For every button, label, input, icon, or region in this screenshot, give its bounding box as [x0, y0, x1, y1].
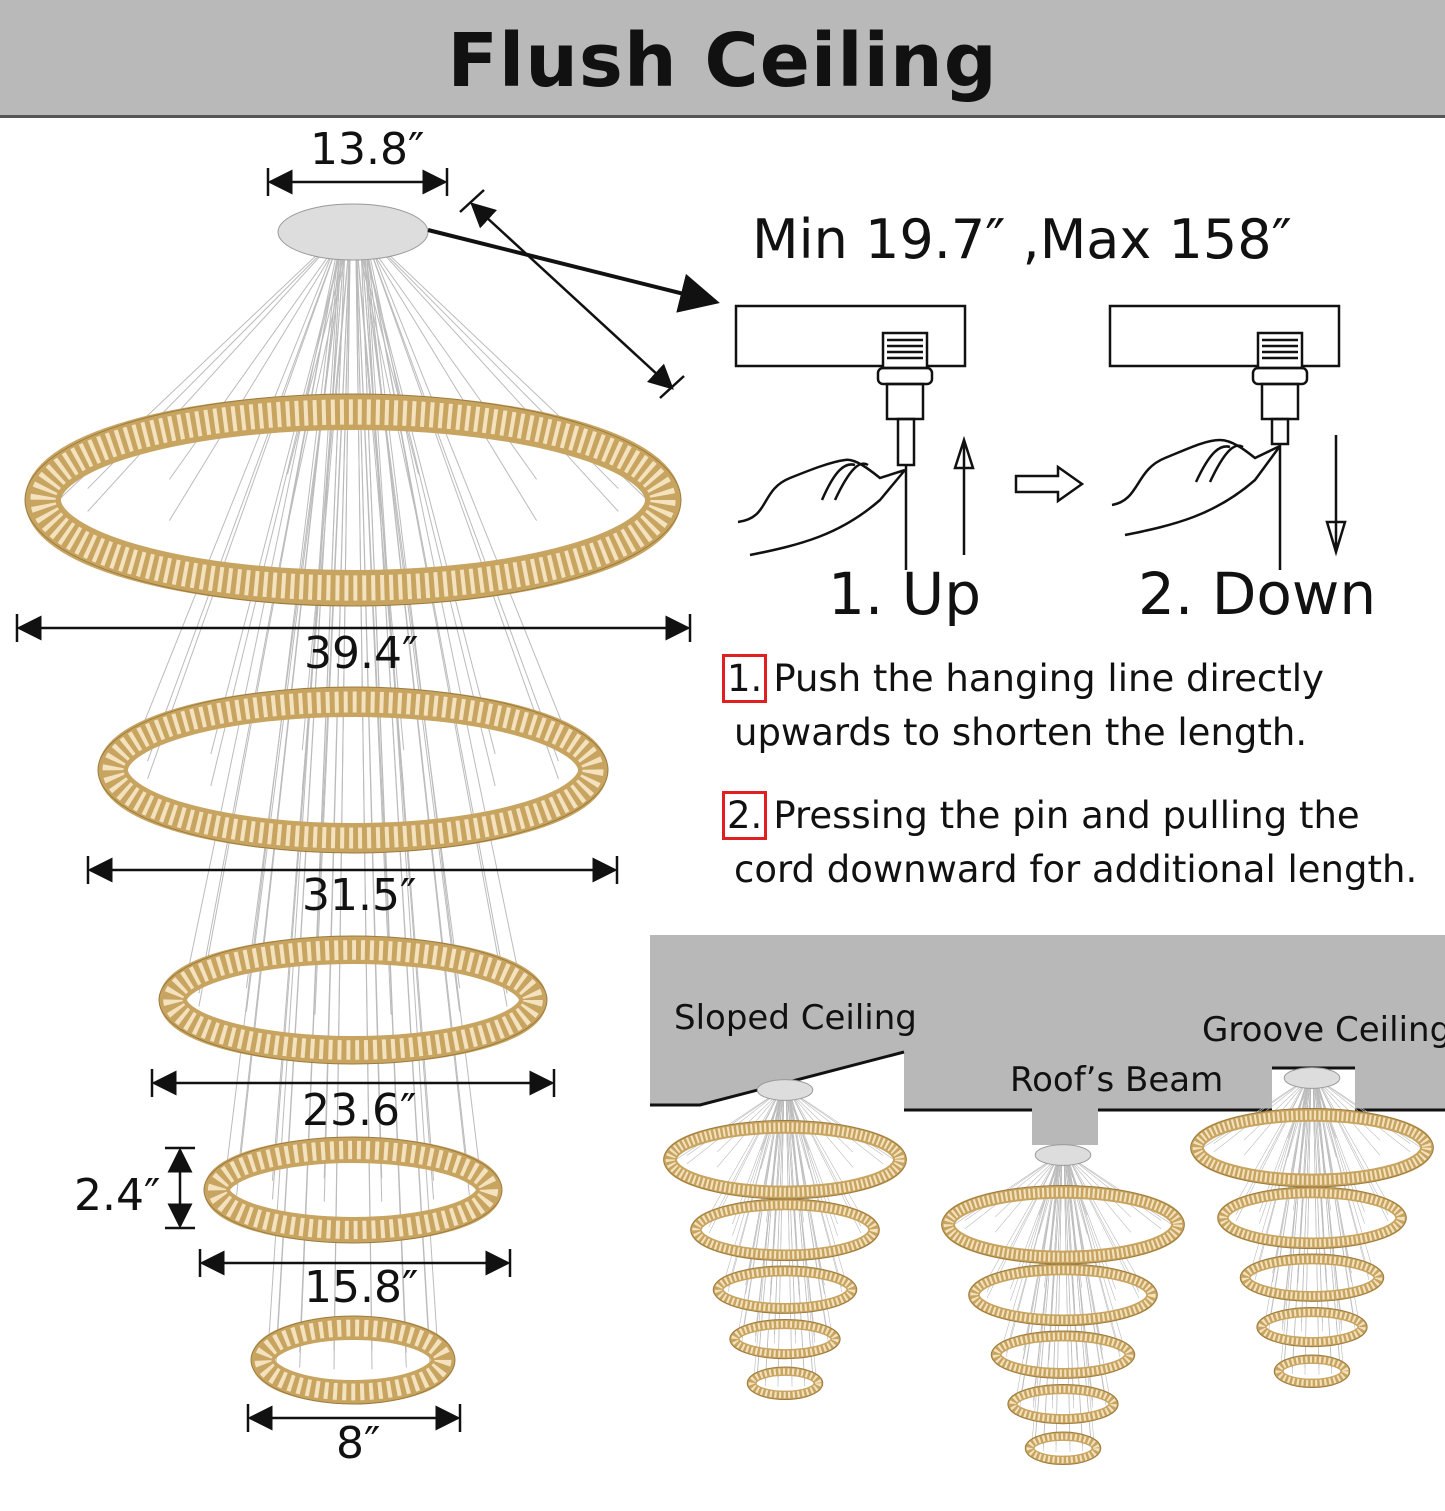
ring1-diameter-label: 39.4″ [304, 628, 419, 679]
adjust-diagram [427, 189, 1347, 570]
mini-chandeliers [663, 1067, 1434, 1466]
arrow-up-icon [953, 435, 975, 555]
hand-icon [737, 458, 906, 557]
dimension-lines [15, 168, 692, 1432]
mini-chandelier-groove [1190, 1067, 1434, 1389]
cord-length-label: Min 19.7″ ,Max 158″ [752, 208, 1292, 271]
canopy [756, 1079, 814, 1101]
mini-chandelier-sloped [663, 1079, 907, 1401]
pointer-arrow [427, 228, 720, 313]
instruction-2: 2.Pressing the pin and pulling the cord … [722, 789, 1417, 897]
instruction-number: 1. [722, 654, 768, 703]
hand-icon [1111, 438, 1282, 537]
instruction-number: 2. [722, 791, 768, 840]
page-title: Flush Ceiling [447, 18, 998, 104]
mini-chandelier-beam [941, 1144, 1185, 1466]
ring-height-label: 2.4″ [74, 1170, 161, 1221]
instruction-text: Pressing the pin and pulling the [773, 794, 1360, 837]
socket-icon [876, 331, 934, 467]
instruction-1: 1.Push the hanging line directly upwards… [722, 652, 1324, 760]
socket-icon [1251, 331, 1309, 446]
ring3-diameter-label: 23.6″ [302, 1085, 417, 1136]
roof-beam-label: Roof’s Beam [1010, 1060, 1224, 1100]
ceiling-diagram [650, 935, 1445, 1145]
main-chandelier [24, 203, 682, 1405]
canopy [1034, 1144, 1092, 1166]
canopy [277, 203, 429, 261]
cord-length-line [470, 202, 674, 390]
sloped-ceiling-label: Sloped Ceiling [674, 998, 917, 1038]
canopy-width-label: 13.8″ [310, 124, 425, 175]
step-down-label: 2. Down [1138, 560, 1377, 628]
canopy [1283, 1067, 1341, 1089]
ring5-diameter-label: 8″ [336, 1418, 381, 1469]
ring4-diameter-label: 15.8″ [304, 1262, 419, 1313]
instruction-text: cord downward for additional length. [734, 848, 1418, 891]
step-up-label: 1. Up [828, 560, 982, 628]
instruction-text: upwards to shorten the length. [734, 711, 1308, 754]
arrow-down-icon [1325, 435, 1347, 557]
groove-ceiling-label: Groove Ceiling [1202, 1010, 1445, 1050]
ring2-diameter-label: 31.5″ [302, 870, 417, 921]
instruction-text: Push the hanging line directly [773, 657, 1324, 700]
title-bar: Flush Ceiling [0, 0, 1445, 118]
cord-line [904, 444, 1282, 570]
arrow-right-icon [1014, 464, 1085, 504]
chandelier-main [24, 203, 682, 1405]
